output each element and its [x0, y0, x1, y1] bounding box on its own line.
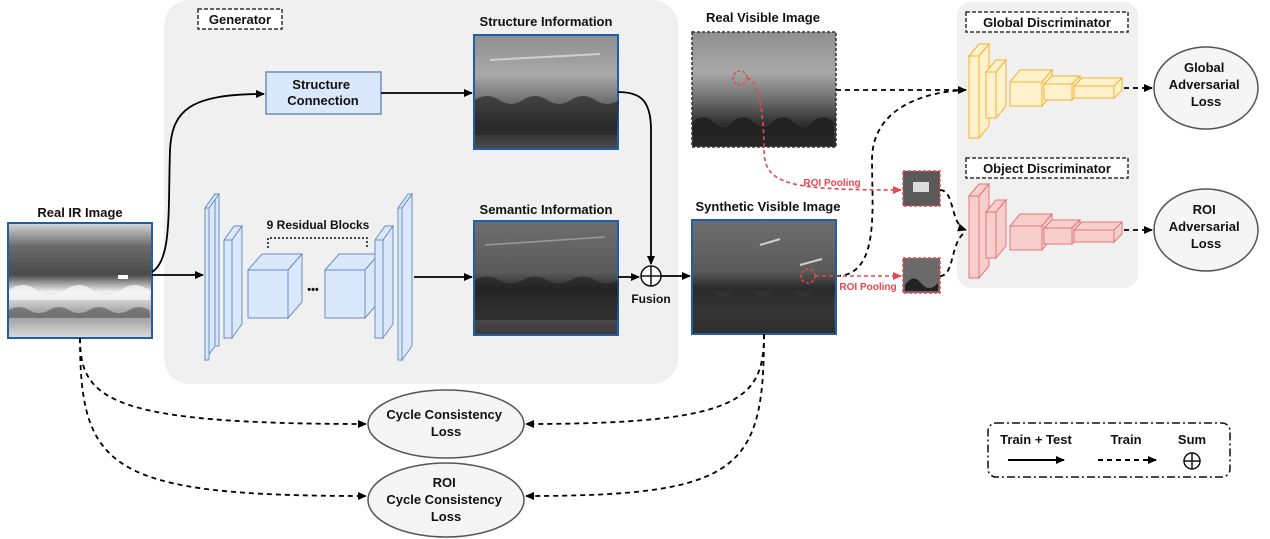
arrow-roi-synthetic-to-object — [939, 231, 967, 277]
global-adversarial-loss-line-1: Global — [1184, 60, 1224, 75]
real-ir-image — [7, 222, 153, 339]
roi-pooling-bottom-label: ROI Pooling — [839, 282, 896, 293]
decoder-layer-1 — [374, 224, 394, 340]
structure-information-label: Structure Information — [480, 14, 613, 29]
legend-box — [987, 422, 1231, 478]
residual-blocks-label: 9 Residual Blocks — [267, 218, 370, 232]
generator-label: Generator — [209, 12, 271, 27]
arrow-ir-to-cycle — [79, 337, 367, 428]
arrow-ir-to-roi-cycle — [79, 337, 367, 500]
synthetic-visible-image — [691, 219, 837, 335]
synthetic-visible-image-label: Synthetic Visible Image — [696, 199, 841, 214]
encoder-layer-1 — [204, 192, 220, 362]
roi-adversarial-loss-line-3: Loss — [1191, 236, 1221, 251]
arrow-synthetic-to-cycle — [525, 333, 765, 428]
legend-sum-icon — [1183, 452, 1201, 470]
global-adversarial-loss-line-2: Adversarial — [1169, 77, 1240, 92]
global-discriminator-blocks — [967, 42, 1124, 140]
encoder-decoder-blocks — [204, 192, 413, 362]
legend-train-test-label: Train + Test — [1000, 432, 1072, 447]
semantic-information-label: Semantic Information — [480, 202, 613, 217]
real-ir-image-label: Real IR Image — [37, 205, 122, 220]
roi-pooling-top-label: ROI Pooling — [803, 178, 860, 189]
structure-connection-label: Structure Connection — [287, 77, 359, 108]
cycle-consistency-loss-line-2: Loss — [431, 424, 461, 439]
roi-cycle-consistency-loss-line-3: Loss — [431, 509, 461, 524]
cycle-consistency-loss: Cycle Consistency Loss — [367, 389, 525, 459]
roi-cycle-consistency-loss-line-1: ROI — [433, 475, 456, 490]
roi-cycle-consistency-loss-line-2: Cycle Consistency — [386, 492, 502, 507]
svg-text:ROI Adversarial Lo: ROI Adversarial Loss — [1169, 202, 1243, 251]
svg-text:Cycle Consistency Loss: Cycle Consistency Loss — [386, 407, 505, 439]
generator-label-box — [197, 8, 283, 30]
ellipsis: ••• — [307, 284, 319, 296]
solid-arrows — [151, 89, 691, 281]
arrow-synthetic-to-roi-cycle — [525, 333, 765, 500]
fusion-label: Fusion — [631, 292, 670, 306]
dashed-arrows — [79, 84, 1153, 500]
arrow-roi-real — [746, 77, 902, 194]
residual-block-last — [323, 252, 381, 320]
roi-adversarial-loss: ROI Adversarial Loss — [1153, 188, 1259, 272]
residual-block-first — [246, 252, 304, 320]
object-discriminator-label: Object Discriminator — [983, 161, 1111, 176]
roi-crop-real — [902, 170, 941, 207]
real-visible-image-label: Real Visible Image — [706, 10, 820, 25]
global-discriminator-label: Global Discriminator — [983, 15, 1111, 30]
roi-adversarial-loss-line-2: Adversarial — [1169, 219, 1240, 234]
roi-crop-synthetic — [902, 257, 941, 294]
svg-text:ROI Cycle Consistency: ROI Cycle Consistency Loss — [386, 475, 505, 524]
roi-cycle-consistency-loss: ROI Cycle Consistency Loss — [367, 462, 525, 538]
roi-adversarial-loss-line-1: ROI — [1193, 202, 1216, 217]
arrow-structure-info-to-fusion — [617, 91, 655, 265]
global-adversarial-loss-line-3: Loss — [1191, 94, 1221, 109]
residual-blocks-bracket — [267, 237, 368, 248]
structure-connection-line-2: Connection — [287, 93, 359, 108]
global-discriminator-label-box — [965, 11, 1129, 33]
cycle-consistency-loss-line-1: Cycle Consistency — [386, 407, 502, 422]
structure-information-image — [473, 34, 619, 150]
arrow-roi-real-to-object — [939, 189, 967, 232]
structure-connection-box — [265, 71, 382, 115]
fusion-sum-icon — [640, 265, 662, 287]
roi-arrows — [746, 77, 902, 280]
legend-train-label: Train — [1110, 432, 1141, 447]
structure-connection-line-1: Structure — [292, 77, 350, 92]
object-discriminator-blocks — [967, 182, 1124, 280]
encoder-layer-2 — [223, 224, 243, 340]
object-discriminator-label-box — [965, 157, 1129, 179]
svg-text:Global Adversarial: Global Adversarial Loss — [1169, 60, 1243, 109]
global-adversarial-loss: Global Adversarial Loss — [1153, 46, 1259, 130]
decoder-layer-2 — [397, 192, 413, 362]
semantic-information-image — [473, 220, 619, 336]
arrow-ir-to-structure — [151, 90, 265, 273]
legend: Train + Test Train Sum — [987, 422, 1231, 478]
legend-sum-label: Sum — [1178, 432, 1206, 447]
